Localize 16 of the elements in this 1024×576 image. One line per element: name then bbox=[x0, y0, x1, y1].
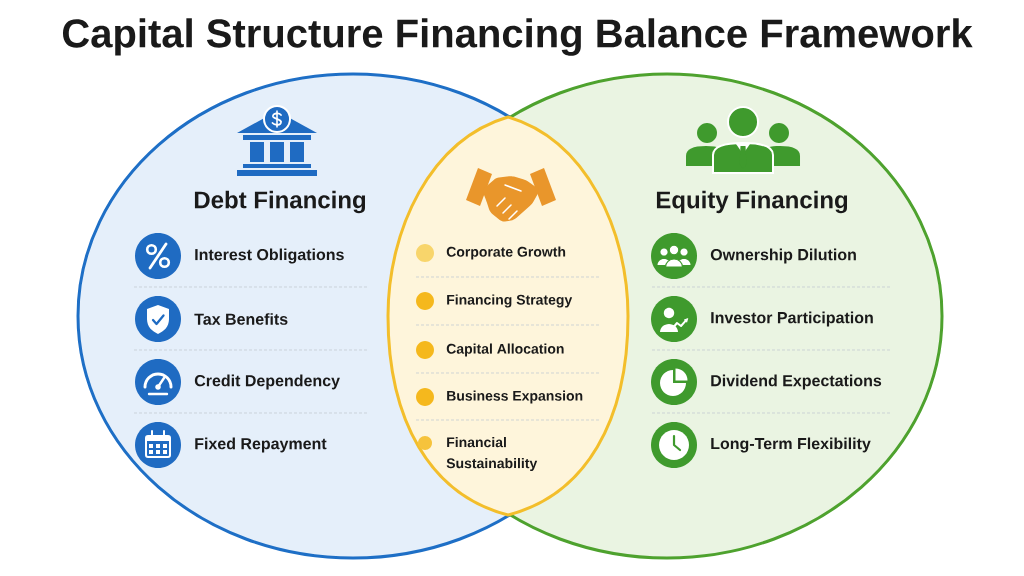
item-label: Financial Sustainability bbox=[446, 436, 538, 471]
item-label: Long-Term Flexibility bbox=[711, 437, 871, 453]
item-label: Ownership Dilution bbox=[710, 248, 856, 264]
item-label: Investor Participation bbox=[711, 311, 873, 327]
item-label: Fixed Repayment bbox=[195, 437, 327, 453]
item-label: Corporate Growth bbox=[446, 246, 566, 260]
item-label: Dividend Expectations bbox=[711, 374, 882, 390]
item-label: Financing Strategy bbox=[447, 294, 573, 308]
heading: Debt Financing bbox=[194, 190, 366, 214]
title: Capital Structure Financing Balance Framework bbox=[63, 18, 973, 56]
item-label: Interest Obligations bbox=[195, 248, 344, 264]
item-label: Capital Allocation bbox=[446, 343, 564, 357]
heading: Equity Financing bbox=[656, 190, 848, 214]
item-label: Credit Dependency bbox=[194, 374, 340, 390]
item-label: Business Expansion bbox=[447, 390, 583, 404]
item-label: Tax Benefits bbox=[194, 313, 288, 325]
